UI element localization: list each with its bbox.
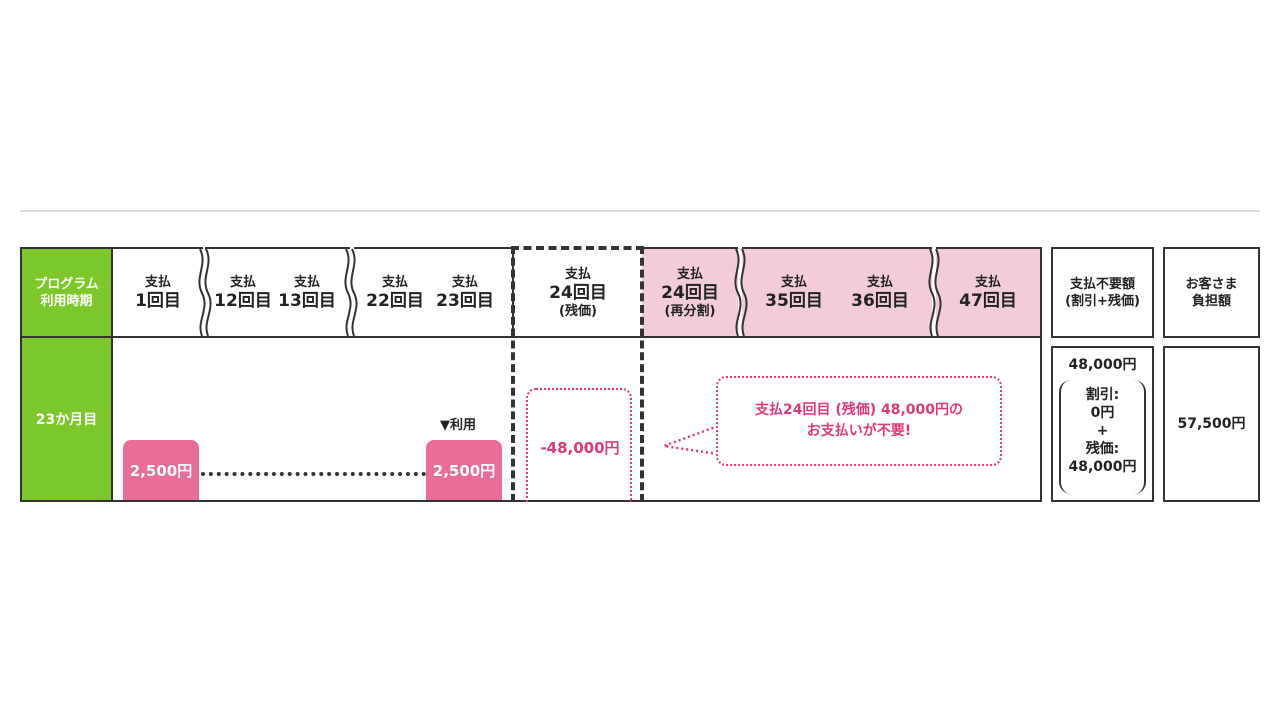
header-pay-24-residual: 支払 24回目 (残価): [514, 249, 642, 336]
break-separator: [198, 248, 212, 337]
pay1-num: 1回目: [135, 291, 181, 311]
pay36-num: 36回目: [851, 291, 909, 311]
discount-label: 割引:: [1085, 387, 1120, 403]
residual-dotted-box: [526, 388, 632, 502]
program-period-header: プログラム 利用時期: [20, 247, 113, 338]
header-pay-47: 支払 47回目: [936, 247, 1042, 338]
breakdown-bracket: [1059, 380, 1146, 494]
unneeded-total: 48,000円: [1068, 357, 1137, 373]
pay24-label: 支払: [564, 266, 591, 282]
pay24r-label: 支払: [676, 266, 703, 282]
header-pay-12-13: 支払 12回目 支払 13回目: [205, 247, 350, 338]
pay22-label: 支払: [381, 275, 408, 290]
pay24r-sub: (再分割): [664, 303, 716, 319]
program-label-line1: プログラム: [34, 276, 99, 292]
use-marker: ▼利用: [440, 418, 476, 433]
callout-box: 支払24回目 (残価) 48,000円の お支払いが不要!: [716, 376, 1002, 466]
header-pay-22-23: 支払 22回目 支払 23回目: [354, 247, 514, 338]
callout-line1: 支払24回目 (残価) 48,000円の: [754, 402, 964, 418]
pay47-num: 47回目: [959, 291, 1017, 311]
pay13-label: 支払: [293, 275, 320, 290]
residual-value: 48,000円: [1068, 459, 1137, 475]
customer-line2: 負担額: [1191, 293, 1231, 309]
pay24-num: 24回目: [549, 282, 607, 303]
body-row: [111, 336, 1042, 502]
pay35-num: 35回目: [765, 291, 823, 311]
pay23-num: 23回目: [436, 291, 494, 311]
pay23-label: 支払: [451, 275, 478, 290]
pay22-num: 22回目: [366, 291, 424, 311]
last-payment-pill: 2,500円: [426, 440, 502, 500]
pay36-label: 支払: [866, 275, 893, 290]
pay35-label: 支払: [780, 275, 807, 290]
pay12-num: 12回目: [214, 291, 272, 311]
period-label: 23か月目: [20, 336, 113, 502]
unneeded-line2: (割引+残価): [1065, 293, 1140, 309]
header-pay-24-resplit: 支払 24回目 (再分割): [642, 247, 738, 338]
residual-label: 残価:: [1085, 441, 1120, 457]
pay12-label: 支払: [229, 275, 256, 290]
unneeded-line1: 支払不要額: [1069, 276, 1135, 292]
pay24-sub: (残価): [559, 303, 597, 319]
program-label-line2: 利用時期: [40, 293, 93, 309]
first-payment-pill: 2,500円: [123, 440, 199, 500]
pay13-num: 13回目: [278, 291, 336, 311]
unneeded-header: 支払不要額 (割引+残価): [1051, 247, 1154, 338]
customer-amount: 57,500円: [1163, 346, 1260, 502]
pay24r-num: 24回目: [661, 282, 719, 303]
callout-pointer: [663, 424, 719, 456]
break-separator: [734, 248, 748, 337]
residual-amount: -48,000円: [540, 439, 620, 457]
payment-dotted-line: [201, 472, 426, 476]
break-separator: [344, 248, 358, 337]
unneeded-amount-cell: 48,000円 割引: 0円 + 残価: 48,000円: [1051, 346, 1154, 502]
pay1-label: 支払: [144, 275, 171, 290]
discount-value: 0円: [1090, 405, 1115, 421]
customer-line1: お客さま: [1185, 276, 1238, 292]
residual-column-highlight: [511, 246, 644, 502]
break-separator: [928, 248, 942, 337]
header-pay-35-36: 支払 35回目 支払 36回目: [742, 247, 932, 338]
divider: [20, 210, 1260, 212]
callout-line2: お支払いが不要!: [806, 423, 912, 439]
customer-header: お客さま 負担額: [1163, 247, 1260, 338]
header-pay-1: 支払 1回目: [111, 247, 203, 338]
pay47-label: 支払: [974, 275, 1001, 290]
plus-sign: +: [1096, 423, 1109, 439]
